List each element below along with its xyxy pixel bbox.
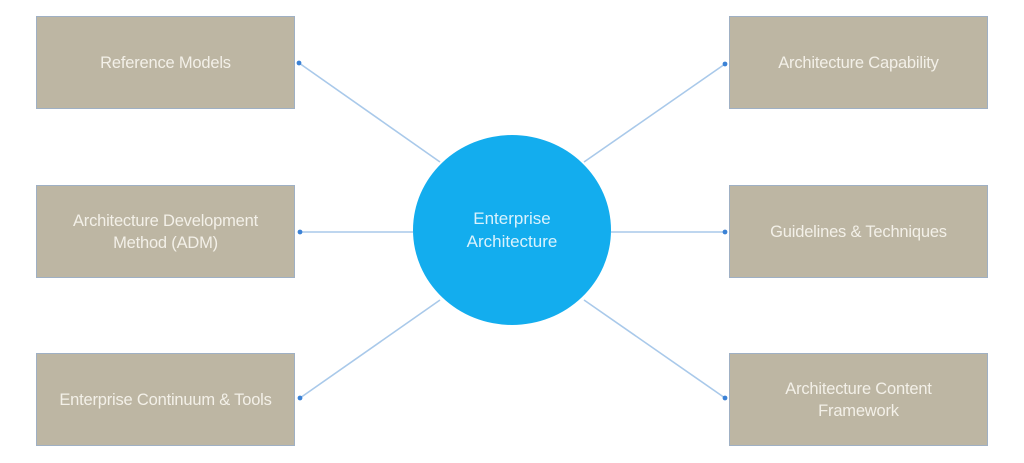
node-guidelines-techniques: Guidelines & Techniques (729, 185, 988, 278)
node-architecture-content-framework: Architecture Content Framework (729, 353, 988, 446)
connector-to-enterprise-continuum (297, 299, 441, 401)
connector-to-reference-models (296, 60, 441, 163)
node-label: Guidelines & Techniques (770, 222, 947, 241)
node-reference-models: Reference Models (36, 16, 295, 109)
hub-label: Enterprise Architecture (466, 209, 558, 251)
node-label: Architecture Capability (778, 53, 939, 72)
node-architecture-development-method: Architecture Development Method (ADM) (36, 185, 295, 278)
node-label: Architecture Content Framework (785, 379, 932, 420)
node-architecture-capability: Architecture Capability (729, 16, 988, 109)
node-label: Architecture Development Method (ADM) (72, 211, 259, 252)
connector-to-content-framework (583, 299, 728, 401)
node-label: Enterprise Continuum & Tools (59, 390, 272, 409)
node-label: Reference Models (100, 53, 231, 72)
hub-enterprise-architecture: Enterprise Architecture (413, 135, 611, 325)
connector-to-architecture-capability (583, 61, 728, 163)
node-enterprise-continuum-tools: Enterprise Continuum & Tools (36, 353, 295, 446)
